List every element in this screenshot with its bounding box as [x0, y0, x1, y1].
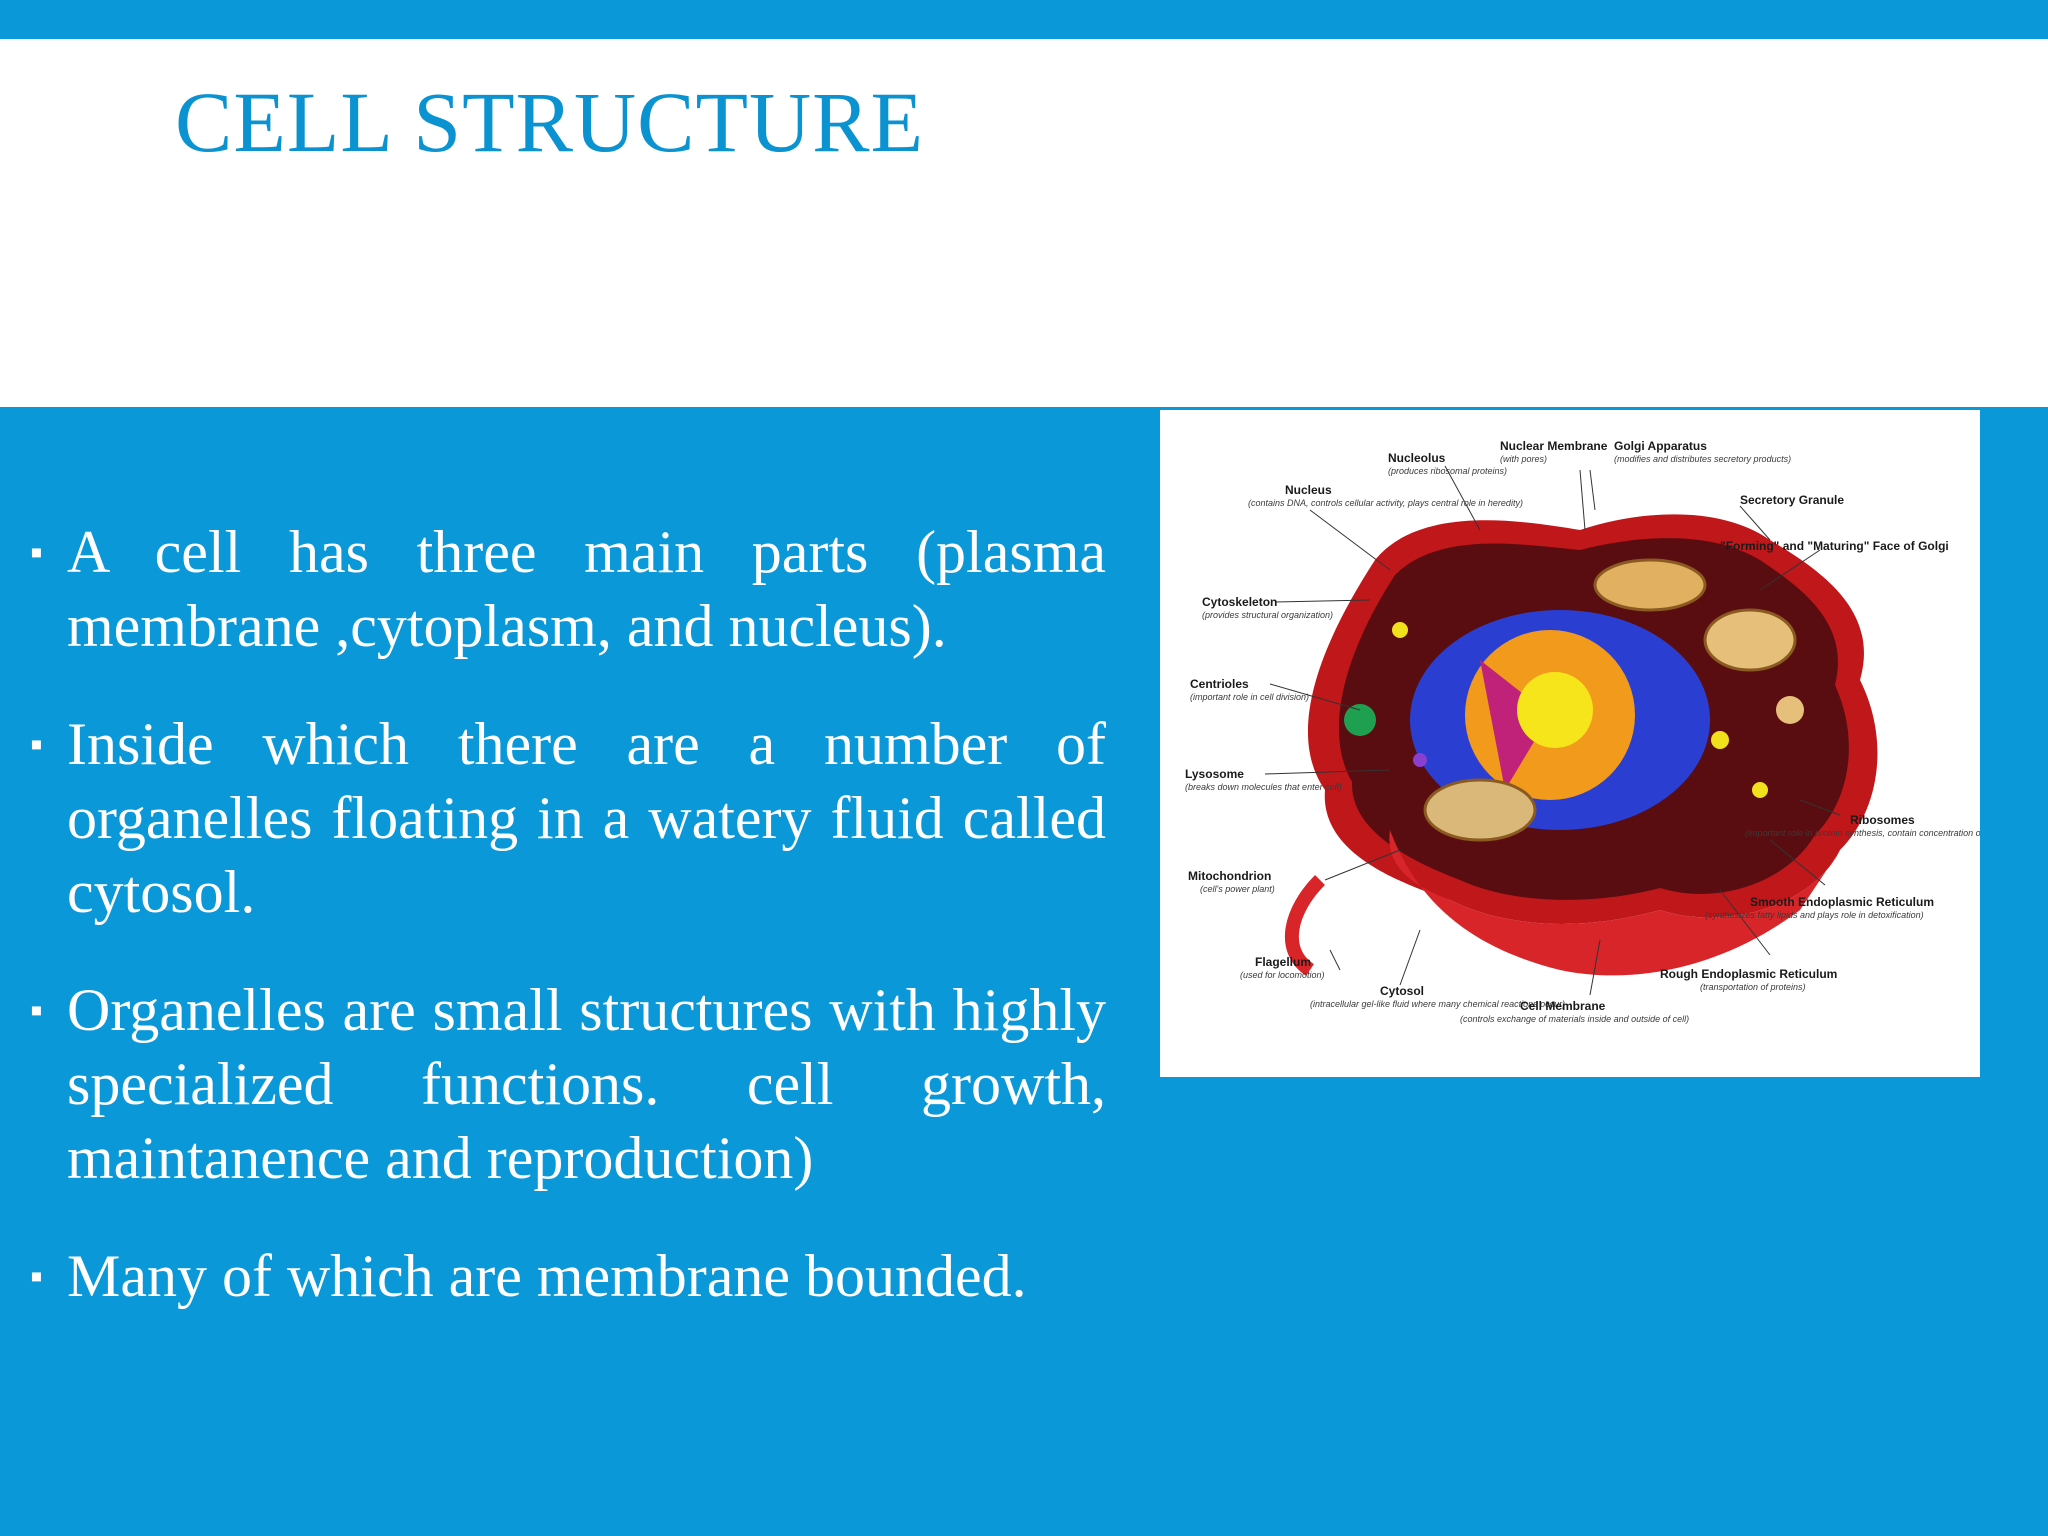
bullet-list: ▪ A cell has three main parts (plasma me…: [22, 515, 1106, 1357]
bullet-item: ▪ Organelles are small structures with h…: [22, 973, 1106, 1195]
slide-title: CELL STRUCTURE: [175, 74, 924, 170]
label-smooth-er: Smooth Endoplasmic Reticulum: [1750, 895, 1934, 909]
granule-shape: [1711, 731, 1729, 749]
label-forming-face: "Forming" and "Maturing" Face of Golgi: [1720, 539, 1949, 553]
label-centrioles-note: (important role in cell division): [1190, 692, 1309, 702]
bullet-item: ▪ Many of which are membrane bounded.: [22, 1239, 1106, 1313]
label-centrioles: Centrioles: [1190, 677, 1249, 691]
label-mitochondrion-note: (cell's power plant): [1200, 884, 1275, 894]
label-cytosol-note: (intracellular gel-like fluid where many…: [1310, 999, 1565, 1009]
label-cytoskeleton-note: (provides structural organization): [1202, 610, 1333, 620]
label-nuclear-membrane-note: (with pores): [1500, 454, 1547, 464]
cell-diagram-svg: Nucleolus (produces ribosomal proteins) …: [1185, 439, 1980, 1024]
membrane-side-shape: [1389, 830, 1840, 976]
label-nucleolus-note: (produces ribosomal proteins): [1388, 466, 1507, 476]
label-nucleus-note: (contains DNA, controls cellular activit…: [1248, 498, 1523, 508]
top-accent-bar: [0, 0, 2048, 39]
label-cell-membrane-note: (controls exchange of materials inside a…: [1460, 1014, 1689, 1024]
nucleolus-shape: [1517, 672, 1593, 748]
bullet-text: Inside which there are a number of organ…: [67, 711, 1106, 925]
bullet-marker-icon: ▪: [30, 990, 43, 1030]
cell-illustration: [1285, 514, 1878, 976]
bullet-marker-icon: ▪: [30, 1256, 43, 1296]
bullet-text: Organelles are small structures with hig…: [67, 977, 1106, 1191]
label-flagellum-note: (used for locomotion): [1240, 970, 1325, 980]
cell-diagram-image: Nucleolus (produces ribosomal proteins) …: [1160, 410, 1980, 1077]
centriole-shape: [1344, 704, 1376, 736]
vesicle-shape: [1776, 696, 1804, 724]
label-rough-er-note: (transportation of proteins): [1700, 982, 1806, 992]
granule-shape: [1752, 782, 1768, 798]
nucleus-cutaway-shape: [1480, 660, 1550, 790]
label-cytosol: Cytosol: [1380, 984, 1424, 998]
label-golgi: Golgi Apparatus: [1614, 439, 1707, 453]
golgi-face-shape: [1703, 608, 1797, 672]
label-golgi-note: (modifies and distributes secretory prod…: [1614, 454, 1791, 464]
title-area: [0, 39, 2048, 407]
label-flagellum: Flagellum: [1255, 955, 1311, 969]
label-lysosome-note: (breaks down molecules that enter cell): [1185, 782, 1342, 792]
label-nucleolus: Nucleolus: [1388, 451, 1446, 465]
label-cell-membrane: Cell Membrane: [1520, 999, 1606, 1013]
label-secretory-granule: Secretory Granule: [1740, 493, 1844, 507]
golgi-shape: [1593, 558, 1707, 612]
flagellum-shape: [1285, 875, 1326, 976]
label-nucleus: Nucleus: [1285, 483, 1332, 497]
label-cytoskeleton: Cytoskeleton: [1202, 595, 1277, 609]
bullet-item: ▪ Inside which there are a number of org…: [22, 707, 1106, 929]
bullet-marker-icon: ▪: [30, 532, 43, 572]
label-nuclear-membrane: Nuclear Membrane: [1500, 439, 1608, 453]
bullet-text: Many of which are membrane bounded.: [67, 1243, 1027, 1309]
label-ribosomes-note: (important role in protein synthesis, co…: [1745, 828, 1980, 838]
bullet-item: ▪ A cell has three main parts (plasma me…: [22, 515, 1106, 663]
leader-lines: [1264, 465, 1841, 996]
granule-shape: [1392, 622, 1408, 638]
mitochondrion-shape: [1423, 778, 1537, 842]
label-rough-er: Rough Endoplasmic Reticulum: [1660, 967, 1837, 981]
label-smooth-er-note: (synthesizes fatty lipids and plays role…: [1705, 910, 1924, 920]
bullet-text: A cell has three main parts (plasma memb…: [67, 519, 1106, 659]
lysosome-shape: [1413, 753, 1427, 767]
label-lysosome: Lysosome: [1185, 767, 1244, 781]
label-ribosomes: Ribosomes: [1850, 813, 1915, 827]
bullet-marker-icon: ▪: [30, 724, 43, 764]
label-mitochondrion: Mitochondrion: [1188, 869, 1271, 883]
